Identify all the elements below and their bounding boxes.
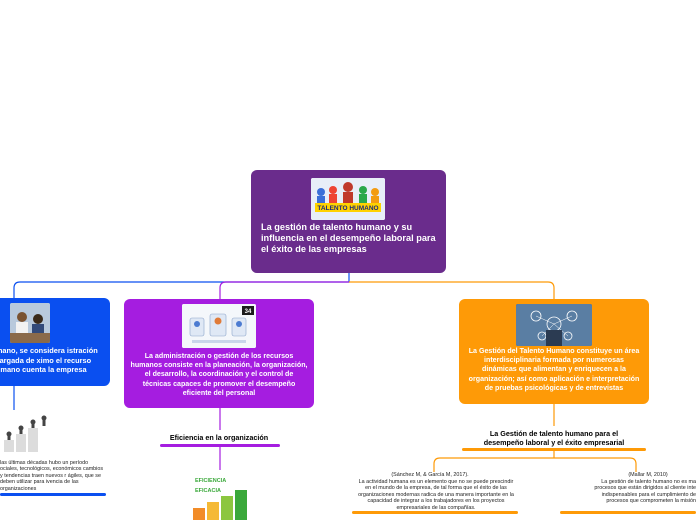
- orange-node-text: La Gestión del Talento Humano constituye…: [468, 347, 640, 392]
- central-title: La gestión de talento humano y su influe…: [261, 222, 436, 254]
- orange-node-image: [516, 304, 592, 346]
- left-branch-image: [0, 410, 50, 456]
- efficiency-word: EFICIENCIA: [195, 478, 226, 484]
- link-orange-split: [433, 450, 637, 472]
- right-leaf-underline: [560, 511, 696, 514]
- talento-humano-caption: TALENTO HUMANO: [317, 205, 378, 212]
- central-topic-node[interactable]: TALENTO HUMANO La gestión de talento hum…: [251, 170, 446, 273]
- business-people-illustration: [0, 410, 50, 456]
- talento-humano-image: TALENTO HUMANO: [311, 178, 385, 220]
- image-badge: 34: [245, 309, 252, 315]
- talento-humano-illustration: TALENTO HUMANO: [311, 178, 385, 220]
- orange-branch-label[interactable]: La Gestión de talento humano para el des…: [483, 429, 625, 447]
- left-leaf-underline: [352, 511, 518, 514]
- purple-branch-underline: [160, 444, 280, 447]
- purple-node-text: La administración o gestión de los recur…: [130, 352, 308, 397]
- right-leaf-text: La gestión de talento humano no es ma pr…: [594, 479, 696, 505]
- purple-branch-image: EFICIENCIA EFICACIA: [183, 472, 257, 520]
- orange-topic-node[interactable]: La Gestión del Talento Humano constituye…: [459, 299, 649, 404]
- left-branch-text: las últimas décadas hubo un período ocia…: [0, 460, 104, 492]
- purple-node-image: 34: [182, 304, 256, 348]
- orange-branch-underline: [462, 448, 646, 451]
- blue-topic-node[interactable]: o humano, se considera istración encarga…: [0, 298, 110, 386]
- efficiency-efficacy-illustration: EFICIENCIA EFICACIA: [183, 472, 257, 520]
- blue-node-image: [10, 303, 50, 343]
- left-leaf-text: La actividad humana es un elemento que n…: [358, 479, 514, 511]
- blue-node-text: o humano, se considera istración encarga…: [0, 346, 98, 375]
- talent-network-illustration: [516, 304, 592, 346]
- left-branch-underline: [0, 493, 106, 496]
- left-leaf-citation: (Sánchez M, & García M, 2017).: [391, 472, 469, 478]
- efficacy-word: EFICACIA: [195, 488, 221, 494]
- purple-branch-label[interactable]: Eficiencia en la organización: [169, 433, 269, 442]
- link-central-purple: [219, 281, 349, 299]
- purple-topic-node[interactable]: 34 La administración o gestión de los re…: [124, 299, 314, 408]
- link-central-blue: [13, 273, 350, 298]
- office-people-illustration: [10, 303, 50, 343]
- right-leaf-citation: (Mallar M, 2010): [628, 472, 668, 478]
- hr-management-illustration: 34: [182, 304, 256, 348]
- link-central-orange: [349, 281, 555, 299]
